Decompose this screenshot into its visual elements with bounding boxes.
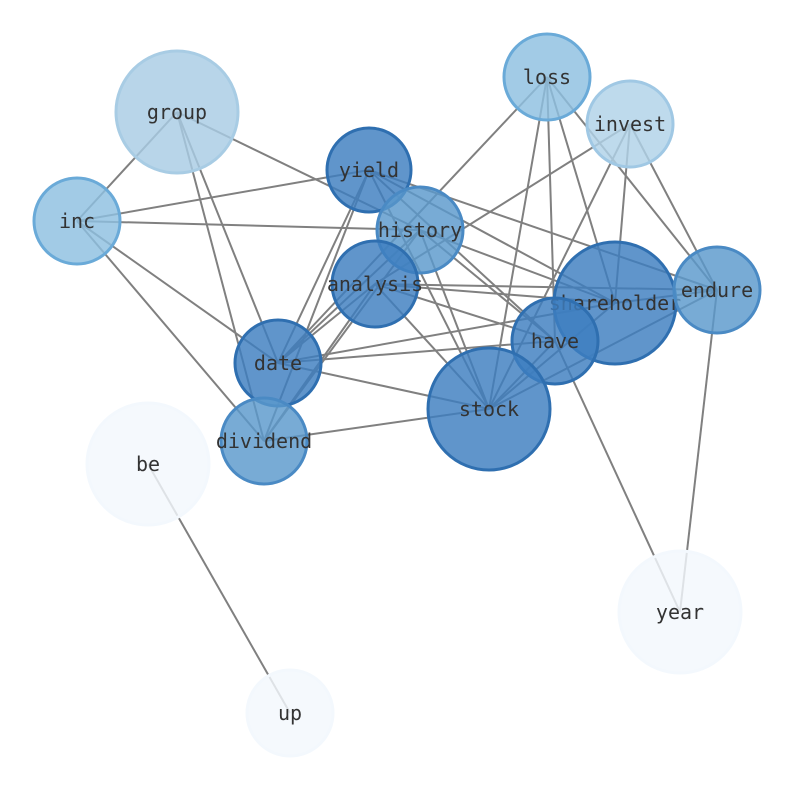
edge-inc-history: [76, 220, 421, 231]
node-yield: yield: [325, 126, 413, 214]
edge-inc-yield: [76, 169, 370, 222]
node-dividend: dividend: [216, 396, 312, 486]
edge-loss-endure: [546, 76, 718, 291]
node-circle-up: [245, 668, 335, 758]
node-circle-endure: [672, 245, 762, 335]
node-circle-invest: [585, 79, 675, 169]
node-be: be: [85, 401, 211, 527]
node-label-have: have: [531, 329, 579, 353]
node-circle-inc: [32, 176, 122, 266]
node-date: date: [233, 318, 323, 408]
node-label-endure: endure: [681, 278, 753, 302]
node-label-up: up: [278, 701, 302, 725]
node-label-year: year: [656, 600, 704, 624]
node-invest: invest: [585, 79, 675, 169]
node-circle-loss: [502, 32, 592, 122]
node-label-history: history: [378, 218, 462, 242]
node-inc: inc: [32, 176, 122, 266]
node-circle-analysis: [330, 239, 420, 329]
node-label-inc: inc: [59, 209, 95, 233]
node-label-invest: invest: [594, 112, 666, 136]
node-label-analysis: analysis: [327, 272, 423, 296]
node-circle-stock: [426, 346, 552, 472]
node-circle-be: [85, 401, 211, 527]
node-label-stock: stock: [459, 397, 519, 421]
node-label-be: be: [136, 452, 160, 476]
node-circle-group: [114, 49, 240, 175]
node-group: group: [114, 49, 240, 175]
node-label-yield: yield: [339, 158, 399, 182]
edge-have-date: [277, 340, 556, 364]
node-label-group: group: [147, 100, 207, 124]
node-loss: loss: [502, 32, 592, 122]
node-have: have: [510, 296, 600, 386]
node-analysis: analysis: [327, 239, 423, 329]
node-endure: endure: [672, 245, 762, 335]
node-circle-yield: [325, 126, 413, 214]
edge-inc-dividend: [76, 220, 265, 442]
node-stock: stock: [426, 346, 552, 472]
node-label-dividend: dividend: [216, 429, 312, 453]
node-year: year: [617, 549, 743, 675]
node-up: up: [245, 668, 335, 758]
node-label-loss: loss: [523, 65, 571, 89]
node-circle-have: [510, 296, 600, 386]
node-circle-dividend: [219, 396, 309, 486]
node-label-date: date: [254, 351, 302, 375]
node-circle-year: [617, 549, 743, 675]
